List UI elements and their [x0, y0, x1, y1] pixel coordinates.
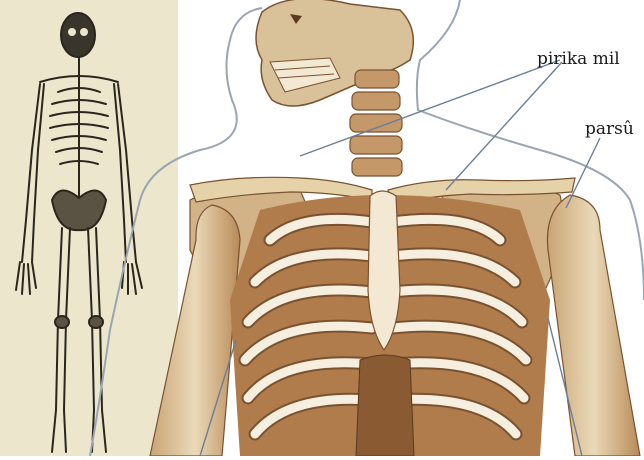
- sternum: [368, 191, 400, 350]
- skull: [256, 0, 413, 106]
- right-humerus: [547, 195, 640, 456]
- inset-panel: [0, 0, 178, 456]
- neck-vertebrae: [350, 70, 402, 176]
- rib-label: parsû: [585, 121, 634, 138]
- clavicle-label: pirika mil: [537, 51, 620, 68]
